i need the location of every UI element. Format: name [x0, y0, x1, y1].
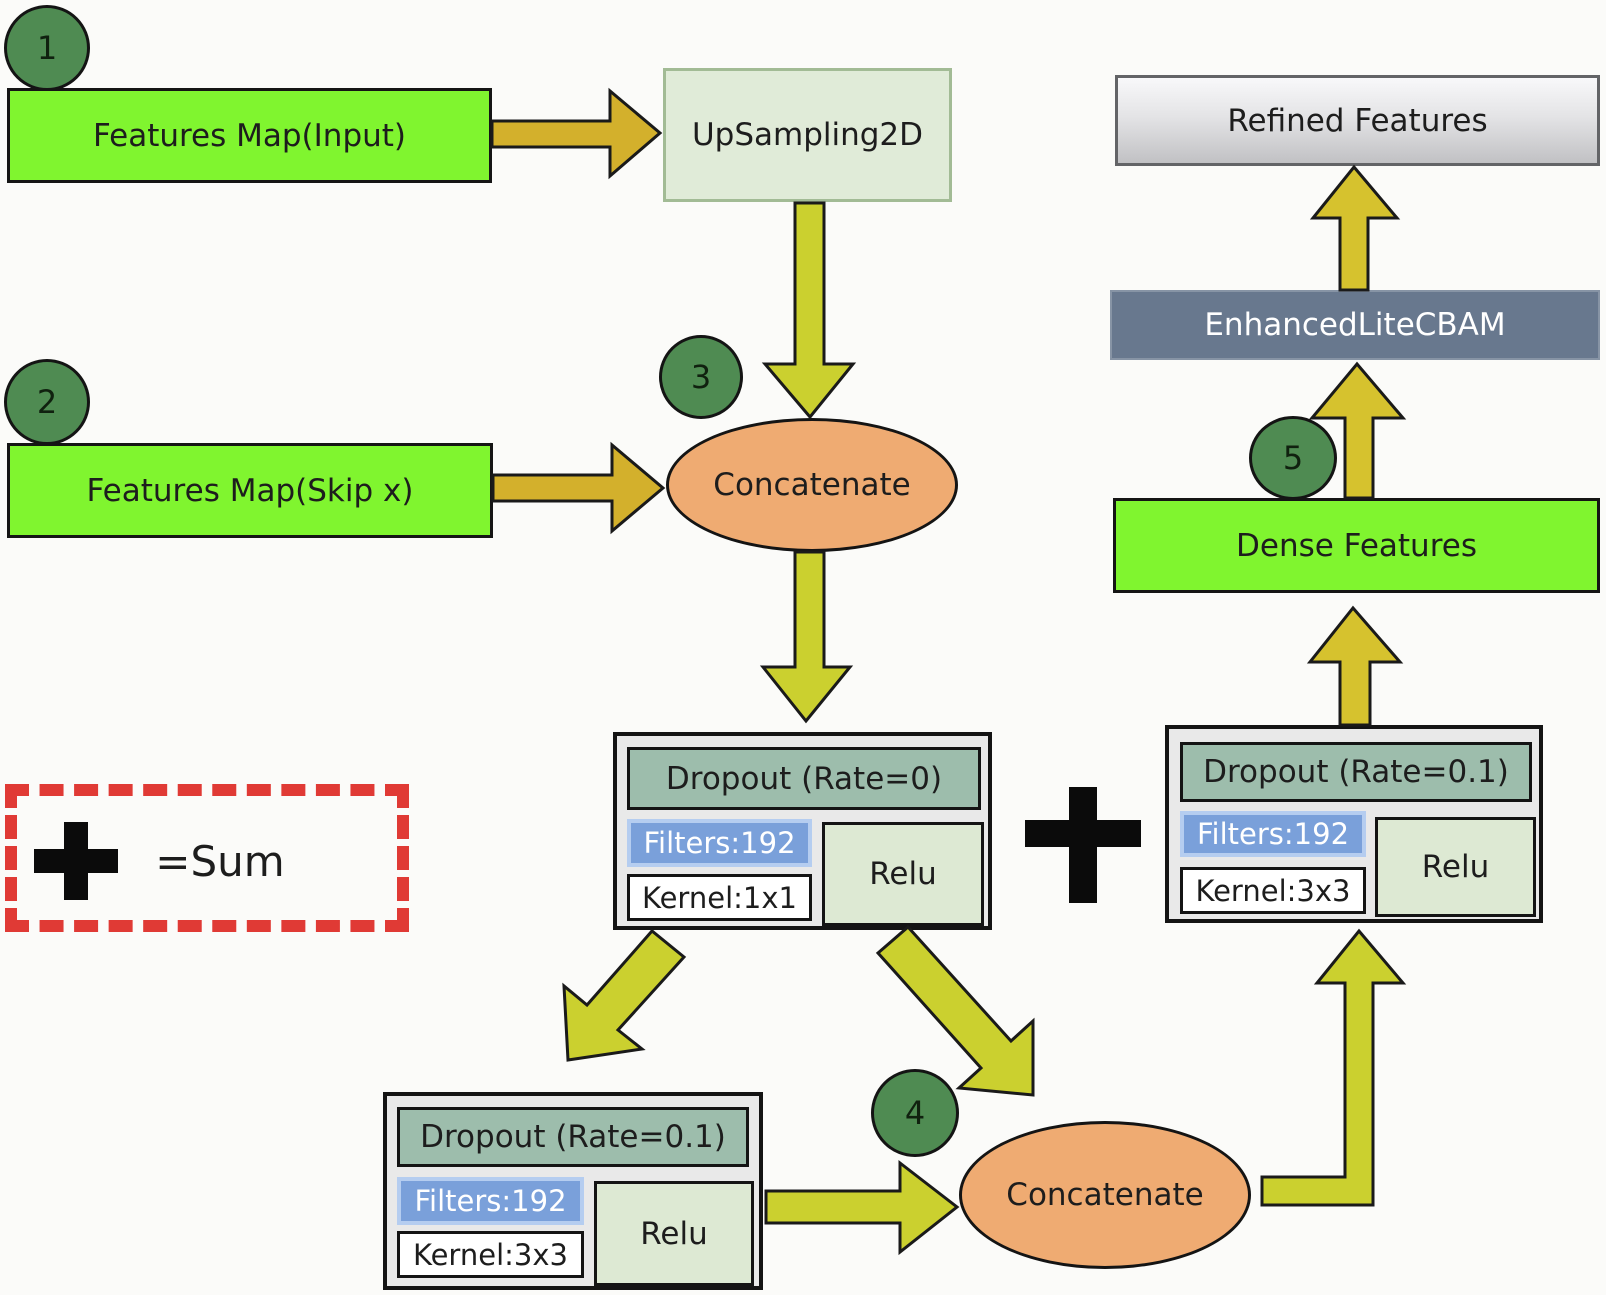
arrow-bottom-left-to-concatenate2	[764, 1159, 960, 1256]
refined-features-node: Refined Features	[1115, 75, 1600, 166]
arrow-dropout-center-to-concatenate2	[875, 924, 1035, 1097]
arrow-skip-to-concatenate1	[491, 441, 666, 535]
legend-box: =Sum	[5, 784, 409, 932]
legend-sum-label: =Sum	[155, 836, 285, 886]
step-badge-1: 1	[4, 5, 90, 91]
arrow-upsampling-to-concatenate1	[761, 201, 857, 420]
step-badge-3: 3	[659, 335, 743, 419]
arrow-concatenate2-to-dropout-right	[1260, 928, 1407, 1207]
filters-chip: Filters:192	[627, 819, 812, 867]
step-badge-2: 2	[4, 359, 90, 445]
arrow-input-to-upsampling	[490, 87, 663, 180]
legend-plus-icon	[34, 822, 118, 900]
kernel-chip: Kernel:3x3	[1180, 867, 1366, 914]
dense-features-node: Dense Features	[1113, 498, 1600, 593]
filters-chip: Filters:192	[1180, 811, 1366, 857]
arrow-cbam-to-refined	[1309, 164, 1401, 292]
concatenate-node-1: Concatenate	[666, 418, 958, 552]
concatenate-node-2: Concatenate	[959, 1121, 1251, 1269]
dropout-title: Dropout (Rate=0)	[627, 747, 981, 810]
features-map-input-node: Features Map(Input)	[7, 88, 492, 183]
enhanced-lite-cbam-node: EnhancedLiteCBAM	[1110, 290, 1600, 360]
dropout-block-center: Dropout (Rate=0) Filters:192 Kernel:1x1 …	[613, 732, 992, 930]
relu-chip: Relu	[594, 1181, 754, 1286]
kernel-chip: Kernel:1x1	[627, 874, 812, 921]
arrow-dropout-right-to-dense	[1306, 605, 1404, 727]
features-map-skip-node: Features Map(Skip x)	[7, 443, 493, 538]
upsampling2d-node: UpSampling2D	[663, 68, 952, 202]
step-badge-4: 4	[871, 1069, 959, 1157]
step-badge-5: 5	[1249, 416, 1337, 500]
filters-chip: Filters:192	[397, 1177, 584, 1225]
sum-plus-icon	[1025, 787, 1141, 903]
kernel-chip: Kernel:3x3	[397, 1231, 584, 1278]
dropout-block-bottom-left: Dropout (Rate=0.1) Filters:192 Kernel:3x…	[383, 1092, 763, 1290]
relu-chip: Relu	[1375, 817, 1536, 917]
dropout-title: Dropout (Rate=0.1)	[397, 1107, 749, 1167]
arrow-concatenate1-to-dropout-center	[759, 550, 854, 724]
arrow-dropout-center-to-bottom-left	[562, 928, 687, 1062]
dropout-title: Dropout (Rate=0.1)	[1180, 742, 1532, 802]
dropout-block-right: Dropout (Rate=0.1) Filters:192 Kernel:3x…	[1165, 725, 1543, 923]
relu-chip: Relu	[822, 822, 984, 926]
